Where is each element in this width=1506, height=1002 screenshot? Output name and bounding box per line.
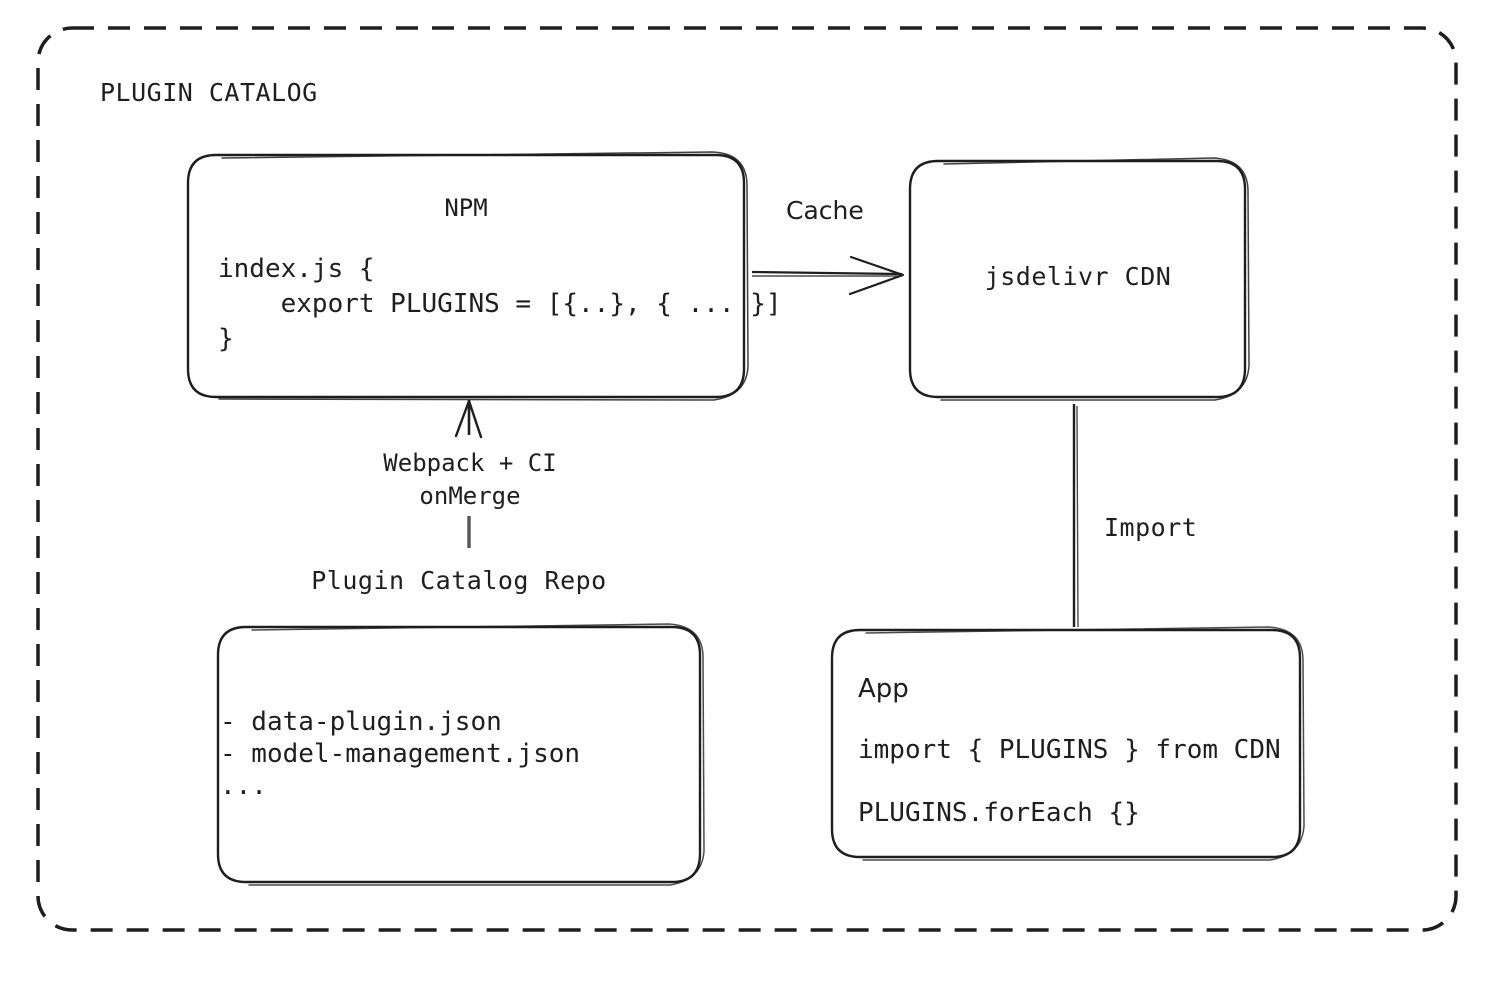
import-arrow	[1074, 404, 1079, 628]
repo-file-list: - data-plugin.json - model-management.js…	[220, 707, 581, 801]
npm-box-title: NPM	[444, 194, 488, 222]
plugin-catalog-title: PLUGIN CATALOG	[100, 78, 318, 107]
import-edge-label: Import	[1104, 513, 1198, 542]
app-foreach-line: PLUGINS.forEach {}	[858, 798, 1140, 828]
cdn-box-title: jsdelivr CDN	[984, 262, 1172, 291]
app-box-title: App	[858, 674, 909, 704]
app-import-line: import { PLUGINS } from CDN	[858, 735, 1281, 765]
cache-edge-label: Cache	[786, 196, 864, 225]
npm-code-block: index.js { export PLUGINS = [{..}, { ...…	[218, 254, 782, 354]
repo-box-title: Plugin Catalog Repo	[311, 566, 607, 595]
build-edge-label: Webpack + CI onMerge	[383, 449, 557, 510]
